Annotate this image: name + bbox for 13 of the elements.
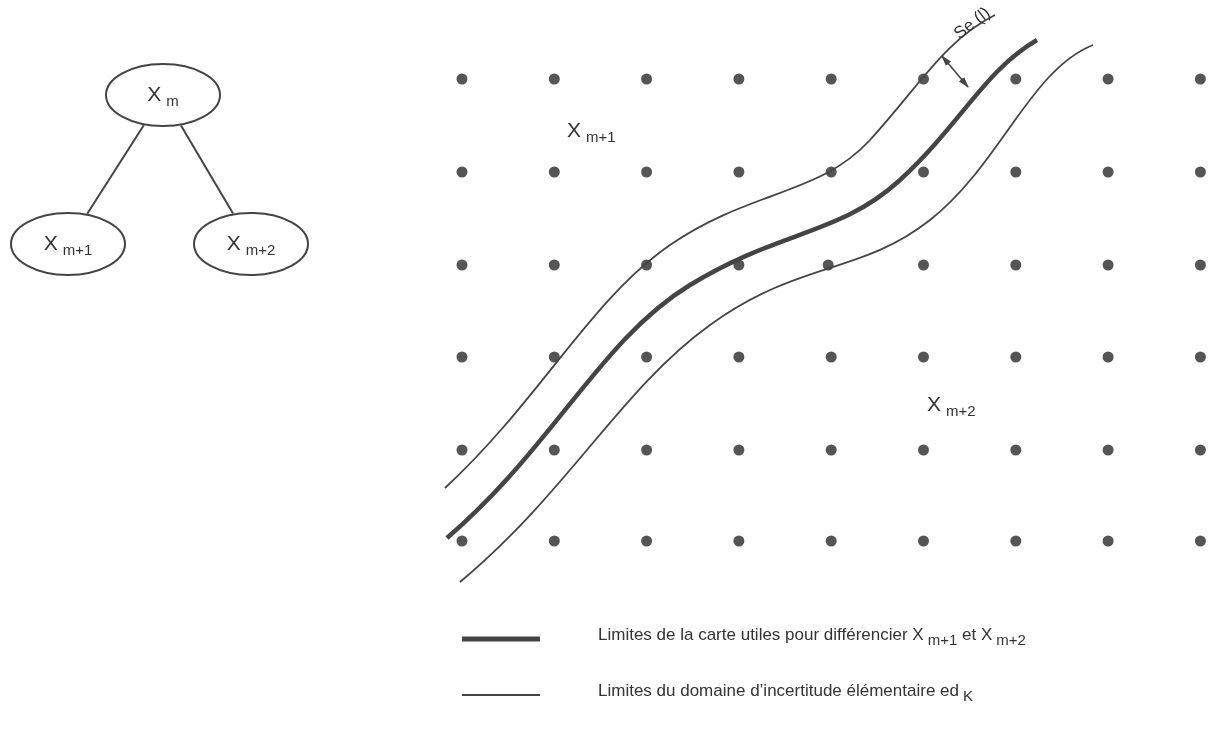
node-label: X$_{m+1}$ [43, 230, 93, 258]
dimension-label: Se (l) [950, 3, 995, 44]
region-label: X$_{m+2}$ [927, 392, 976, 419]
node-label: X$_{m}$ [147, 81, 179, 109]
legend-text: Limites de la carte utiles pour différencier X$_{m+1}$ et X$_{m+2}$ [598, 625, 1026, 648]
connector-line [86, 124, 145, 215]
ellipse-node [105, 63, 221, 127]
legend-text: Limites du domaine d’incertitude élémentaire ed$_{K}$ [598, 681, 973, 704]
ellipse-node [193, 212, 309, 276]
region-label: X$_{m+1}$ [567, 118, 616, 145]
ellipse-node [10, 212, 126, 276]
connector-line [179, 124, 235, 215]
node-label: X$_{m+2}$ [226, 230, 276, 258]
